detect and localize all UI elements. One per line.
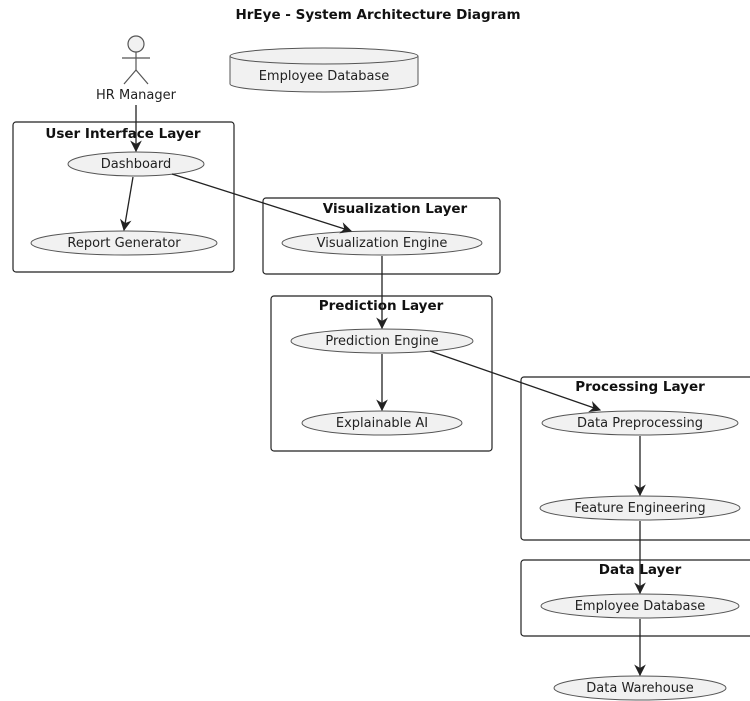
database-cylinder-body (229, 56, 419, 93)
node-report-generator-label: Report Generator (67, 236, 181, 251)
node-visualization-engine-label: Visualization Engine (317, 236, 448, 251)
node-dashboard-label: Dashboard (101, 157, 172, 172)
edge-prediction-to-preprocessing (429, 350, 602, 413)
hr-manager-actor: HR Manager (96, 35, 177, 103)
actor-right-leg (135, 69, 149, 85)
node-data-preprocessing-label: Data Preprocessing (577, 416, 703, 431)
package-title: Visualization Layer (323, 201, 468, 217)
edges (119, 105, 646, 677)
node-data-warehouse-group: Data Warehouse (553, 675, 727, 701)
package-title: User Interface Layer (45, 126, 201, 142)
edge-dashboard-to-report (119, 176, 134, 232)
floating-database-label: Employee Database (259, 69, 390, 84)
diagram-title: HrEye - System Architecture Diagram (235, 7, 520, 23)
package-user-interface-layer: User Interface Layer Dashboard Report Ge… (12, 121, 235, 273)
package-title: Prediction Layer (319, 298, 444, 314)
edge-dashboard-to-visualization (171, 173, 353, 234)
node-data-preprocessing (541, 410, 739, 436)
actor-label: HR Manager (96, 88, 177, 103)
node-visualization-engine (281, 230, 483, 256)
floating-database: Employee Database (229, 47, 419, 93)
node-prediction-engine-label: Prediction Engine (325, 334, 438, 349)
package-data-layer: Data Layer Employee Database (520, 559, 750, 637)
package-visualization-layer: Visualization Layer Visualization Engine (262, 197, 501, 275)
database-cylinder-top (229, 47, 419, 65)
node-employee-database-label: Employee Database (575, 599, 706, 614)
node-data-warehouse-label: Data Warehouse (586, 681, 693, 696)
package-title: Processing Layer (575, 379, 705, 395)
actor-head (127, 35, 145, 53)
node-explainable-ai-label: Explainable AI (336, 416, 428, 431)
package-processing-layer: Processing Layer Data Preprocessing Feat… (520, 376, 750, 541)
actor-left-leg (123, 69, 137, 85)
node-feature-engineering-label: Feature Engineering (574, 501, 705, 516)
